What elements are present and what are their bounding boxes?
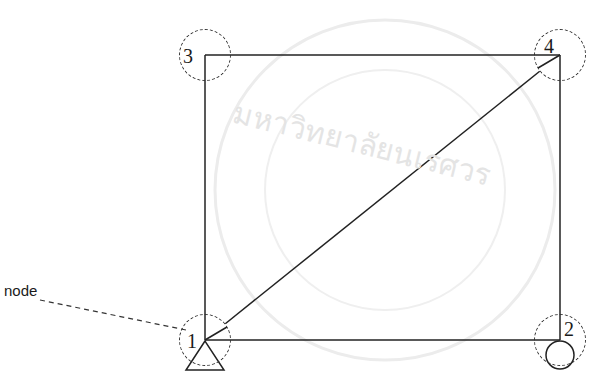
- truss-member: [225, 71, 539, 323]
- watermark: มหาวิทยาลัยนเรศวร: [228, 89, 496, 198]
- leader-line: [40, 300, 186, 330]
- callout-label: node: [4, 282, 37, 299]
- node-circle: 4: [534, 29, 586, 81]
- roller-support: [546, 341, 574, 369]
- node-number: 4: [544, 36, 554, 56]
- truss-member: [560, 81, 561, 314]
- node-circle: 2: [534, 314, 586, 366]
- node-circle: 3: [179, 29, 231, 81]
- truss-member: [205, 81, 206, 314]
- truss-member: [231, 340, 534, 341]
- member-stubs: [205, 55, 560, 340]
- truss-member: [231, 55, 534, 56]
- watermark-seal: [215, 20, 555, 360]
- node-circle: 1: [179, 314, 231, 366]
- node-number: 3: [183, 46, 193, 66]
- node-number: 2: [564, 319, 574, 339]
- node-number: 1: [187, 331, 197, 351]
